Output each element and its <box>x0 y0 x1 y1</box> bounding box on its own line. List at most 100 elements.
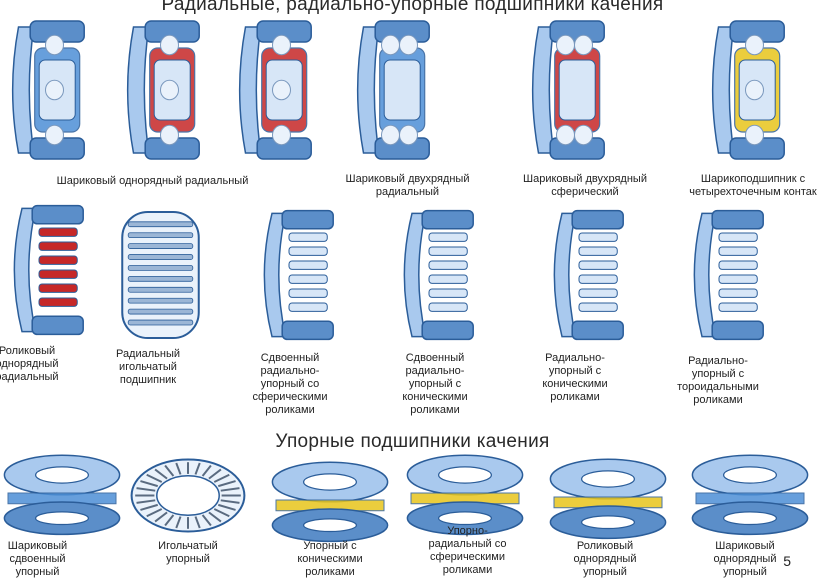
roller <box>719 303 757 311</box>
ball <box>161 80 179 100</box>
self-aligning-ball-caption: Шариковый двухрядный сферический <box>500 173 670 199</box>
bore-top <box>439 467 492 483</box>
roller <box>719 261 757 269</box>
ball <box>273 80 291 100</box>
ball <box>557 125 575 145</box>
outer-ring-face <box>713 27 734 153</box>
needle-cage <box>122 212 199 338</box>
double-tapered-roller-caption: Сдвоенный радиально- упорный с конически… <box>385 352 485 417</box>
toroidal-roller-icon <box>685 205 770 345</box>
outer-ring-top <box>712 211 763 229</box>
outer-ring-face <box>533 27 554 153</box>
angular-contact-ball-single-bearing-illustration <box>120 15 210 165</box>
roller <box>429 247 467 255</box>
spherical-roller-bearing-illustration <box>255 205 340 345</box>
radial-bearings-heading: Радиальные, радиально-упорные подшипники… <box>0 0 825 16</box>
cylindrical-roller-caption: Роликовый однорядный радиальный <box>0 345 62 384</box>
needle <box>128 255 193 260</box>
thrust-cylindrical-caption: Роликовый однорядный упорный <box>560 540 650 579</box>
roller <box>39 256 77 264</box>
bore-top <box>582 471 635 487</box>
outer-ring-bottom <box>32 316 83 334</box>
roller <box>429 233 467 241</box>
thrust-tapered-icon <box>270 455 390 545</box>
outer-ring-top <box>32 206 83 224</box>
needle <box>128 287 193 292</box>
roller <box>579 289 617 297</box>
roller <box>719 289 757 297</box>
thrust-spherical-caption: Упорно- радиальный со сферическими ролик… <box>420 525 515 577</box>
toroidal-roller-caption: Радиально- упорный с тороидальными ролик… <box>668 355 768 407</box>
roller <box>429 275 467 283</box>
roller <box>719 247 757 255</box>
thrust-needle-bearing-illustration <box>128 455 248 545</box>
needle <box>128 276 193 281</box>
roller <box>719 233 757 241</box>
four-point-ball-bearing-illustration <box>705 15 795 165</box>
ball <box>746 125 764 145</box>
ball <box>161 35 179 55</box>
roller <box>429 303 467 311</box>
thrust-ball-double-icon <box>2 448 122 538</box>
outer-ring-top <box>572 211 623 229</box>
roller <box>39 228 77 236</box>
roller <box>579 247 617 255</box>
needle <box>128 244 193 249</box>
page-number: 5 <box>783 553 791 569</box>
thrust-ball-single-icon <box>690 448 810 538</box>
ball <box>273 35 291 55</box>
outer-ring-top <box>422 211 473 229</box>
outer-ring-bottom <box>282 321 333 339</box>
roller <box>429 261 467 269</box>
outer-ring-face <box>128 27 149 153</box>
bore-bottom <box>582 516 635 529</box>
roller <box>579 233 617 241</box>
ball <box>575 35 593 55</box>
thrust-cylindrical-icon <box>548 452 668 542</box>
inner-ring <box>559 60 595 120</box>
four-point-ball-caption: Шарикоподшипник с четырехточечным контак <box>668 173 825 199</box>
toroidal-roller-bearing-illustration <box>685 205 770 345</box>
roller <box>289 233 327 241</box>
angular-contact-ball-single-b-icon <box>232 15 322 165</box>
roller <box>39 284 77 292</box>
ball <box>382 35 400 55</box>
roller <box>39 270 77 278</box>
ball <box>400 125 418 145</box>
needle <box>128 298 193 303</box>
bore-bottom <box>724 512 777 525</box>
cylindrical-roller-icon <box>5 200 90 340</box>
outer-ring-face <box>404 213 425 336</box>
outer-ring-face <box>240 27 261 153</box>
bore-bottom <box>304 519 357 532</box>
roller <box>39 242 77 250</box>
outer-ring-top <box>282 211 333 229</box>
thrust-needle-caption: Игольчатый упорный <box>143 540 233 566</box>
double-tapered-roller-icon <box>395 205 480 345</box>
spherical-roller-icon <box>255 205 340 345</box>
roller <box>289 275 327 283</box>
outer-ring-bottom <box>572 321 623 339</box>
spherical-roller-caption: Сдвоенный радиально- упорный со сферичес… <box>240 352 340 417</box>
thrust-needle-icon <box>128 455 248 545</box>
double-row-ball-caption: Шариковый двухрядный радиальный <box>315 173 500 199</box>
outer-ring-face <box>694 213 715 336</box>
needle-roller-icon <box>118 205 203 345</box>
roller <box>579 303 617 311</box>
roller <box>719 275 757 283</box>
ball <box>575 125 593 145</box>
roller <box>289 247 327 255</box>
ball <box>557 35 575 55</box>
roller <box>289 261 327 269</box>
needle-roller-bearing-illustration <box>118 205 203 345</box>
bore-top <box>724 467 777 483</box>
ball <box>746 80 764 100</box>
outer-ring-face <box>13 27 34 153</box>
needle <box>128 309 193 314</box>
bore-top <box>36 467 89 483</box>
bore-bottom <box>439 512 492 525</box>
thrust-ball-double-bearing-illustration <box>2 448 122 538</box>
tapered-roller-bearing-illustration <box>545 205 630 345</box>
thrust-ball-double-caption: Шариковый сдвоенный упорный <box>0 540 75 579</box>
